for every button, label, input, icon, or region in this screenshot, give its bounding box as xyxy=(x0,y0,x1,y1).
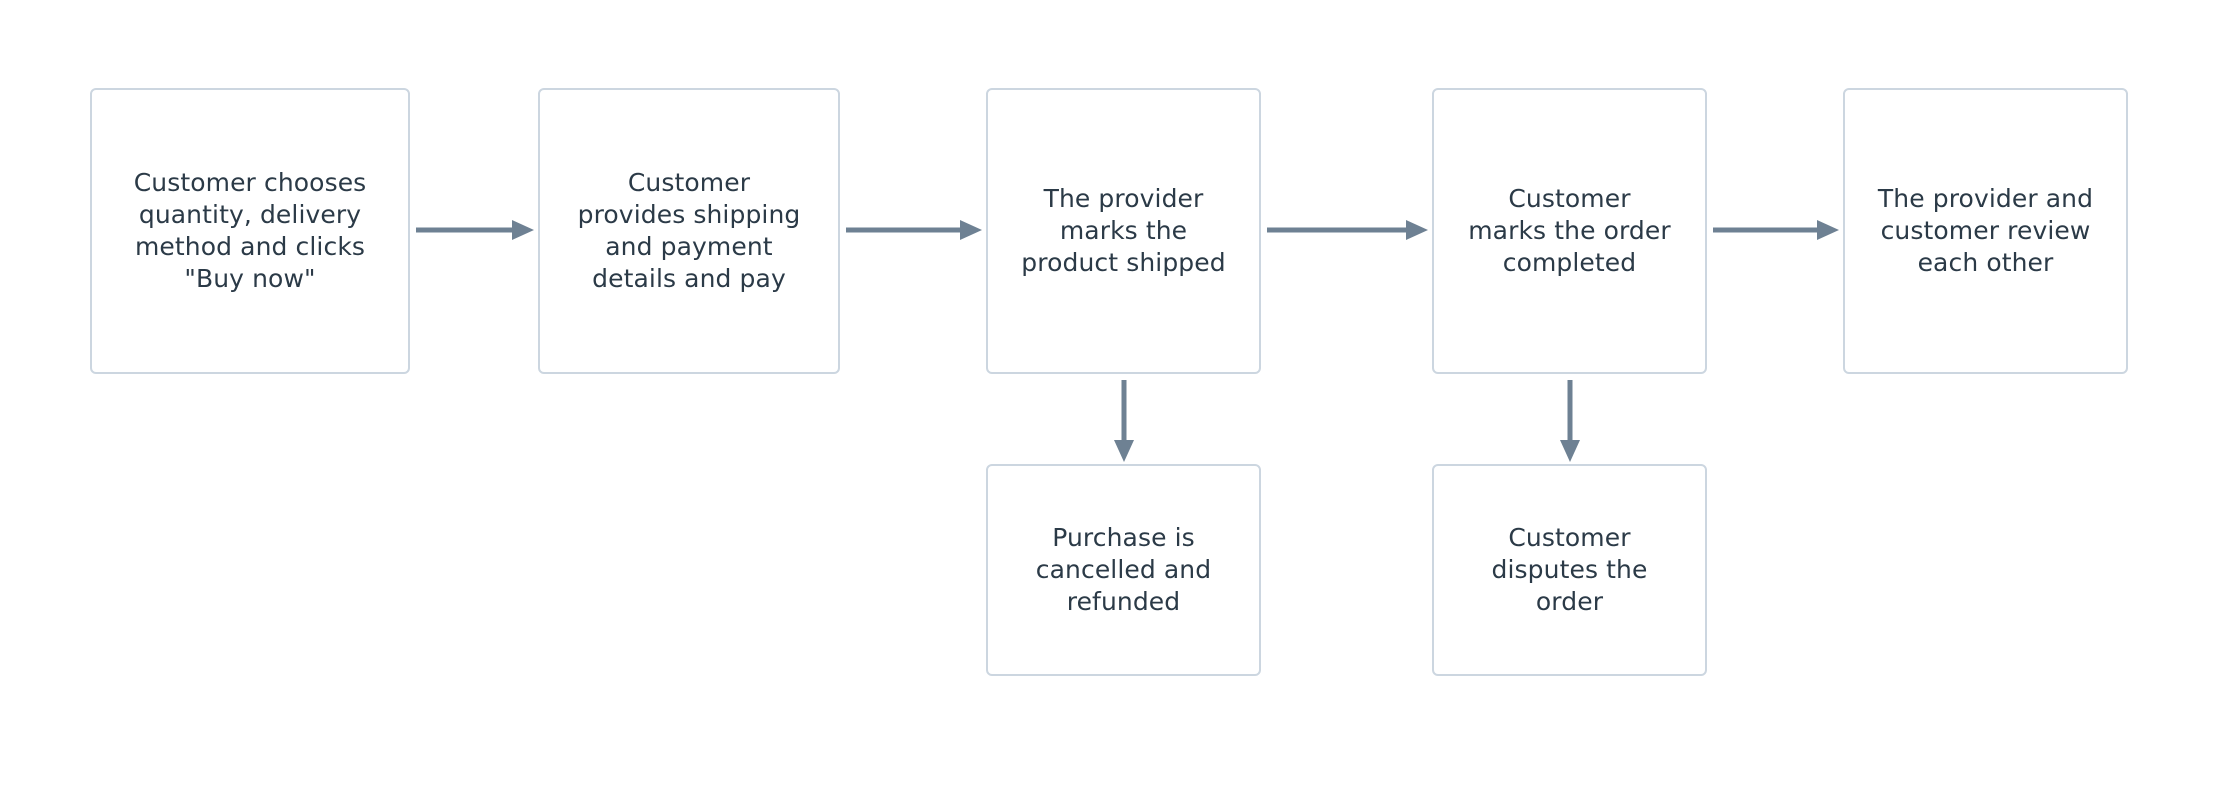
flow-node-customer-provides-details[interactable]: Customer provides shipping and payment d… xyxy=(538,88,840,374)
flow-node-customer-marks-completed[interactable]: Customer marks the order completed xyxy=(1432,88,1707,374)
flow-node-purchase-cancelled-refunded[interactable]: Purchase is cancelled and refunded xyxy=(986,464,1261,676)
flow-node-label: Customer chooses quantity, delivery meth… xyxy=(133,168,367,293)
flow-node-label: Customer marks the order completed xyxy=(1468,184,1671,277)
flow-node-label: The provider marks the product shipped xyxy=(1021,184,1226,277)
flow-node-customer-disputes-order[interactable]: Customer disputes the order xyxy=(1432,464,1707,676)
arrow-right-icon-pay-to-shipped xyxy=(846,220,982,240)
flow-node-provider-customer-review[interactable]: The provider and customer review each ot… xyxy=(1843,88,2128,374)
arrow-down-icon-shipped-to-refund xyxy=(1114,380,1134,462)
arrow-right-icon-shipped-to-complete xyxy=(1267,220,1428,240)
flow-node-label: Customer disputes the order xyxy=(1491,523,1648,616)
arrow-right-icon-complete-to-review xyxy=(1713,220,1839,240)
arrow-right-icon-choose-to-pay xyxy=(416,220,534,240)
flow-node-label: The provider and customer review each ot… xyxy=(1877,184,2094,277)
flow-node-label: Customer provides shipping and payment d… xyxy=(577,168,801,293)
flow-node-provider-marks-shipped[interactable]: The provider marks the product shipped xyxy=(986,88,1261,374)
flow-node-customer-chooses[interactable]: Customer chooses quantity, delivery meth… xyxy=(90,88,410,374)
flow-node-label: Purchase is cancelled and refunded xyxy=(1035,523,1212,616)
arrow-down-icon-complete-to-dispute xyxy=(1560,380,1580,462)
